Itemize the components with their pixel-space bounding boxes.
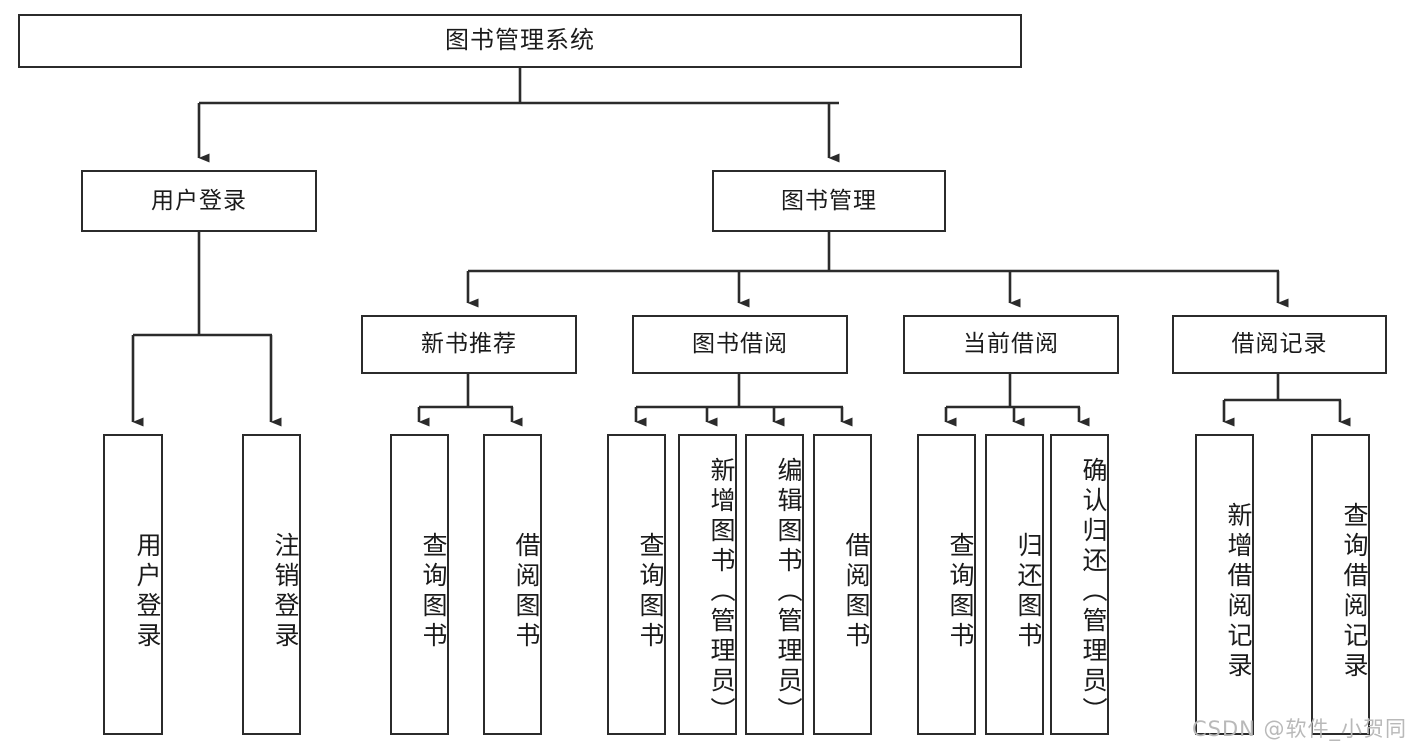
node-current-borrow[interactable]: 当前借阅	[903, 315, 1119, 374]
node-book-management[interactable]: 图书管理	[712, 170, 946, 232]
node-borrow-record[interactable]: 借阅记录	[1172, 315, 1387, 374]
leaf-borrow-add-book-admin[interactable]: 新增图书（管理员）	[678, 434, 737, 735]
leaf-recommend-query-book[interactable]: 查询图书	[390, 434, 449, 735]
node-root-system[interactable]: 图书管理系统	[18, 14, 1022, 68]
leaf-borrow-edit-book-admin[interactable]: 编辑图书（管理员）	[745, 434, 804, 735]
leaf-current-query-book[interactable]: 查询图书	[917, 434, 976, 735]
leaf-borrow-query-book[interactable]: 查询图书	[607, 434, 666, 735]
leaf-user-login-login[interactable]: 用户登录	[103, 434, 163, 735]
node-book-borrow[interactable]: 图书借阅	[632, 315, 848, 374]
node-new-book-recommend[interactable]: 新书推荐	[361, 315, 577, 374]
leaf-record-query-record[interactable]: 查询借阅记录	[1311, 434, 1370, 735]
node-user-login[interactable]: 用户登录	[81, 170, 317, 232]
leaf-user-login-logout[interactable]: 注销登录	[242, 434, 301, 735]
leaf-current-return-book[interactable]: 归还图书	[985, 434, 1044, 735]
leaf-recommend-borrow-book[interactable]: 借阅图书	[483, 434, 542, 735]
leaf-record-add-record[interactable]: 新增借阅记录	[1195, 434, 1254, 735]
leaf-borrow-borrow-book[interactable]: 借阅图书	[813, 434, 872, 735]
leaf-current-confirm-return-admin[interactable]: 确认归还（管理员）	[1050, 434, 1109, 735]
csdn-watermark: CSDN @软件_小贺同学	[1192, 717, 1405, 741]
